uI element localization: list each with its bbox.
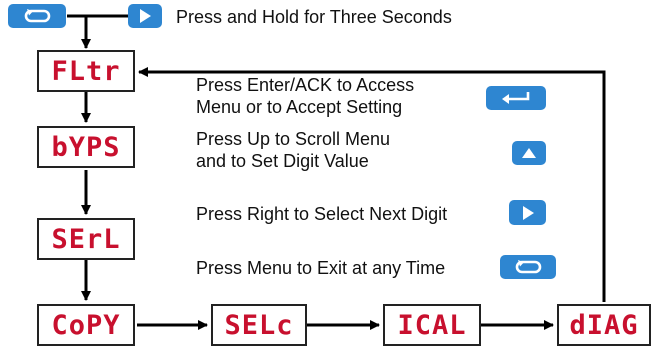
display-selc: SELc: [211, 304, 307, 346]
menu-button[interactable]: [8, 4, 66, 28]
enter-instruction-line2: Menu or to Accept Setting: [196, 97, 403, 117]
connector-diag-loop-back: [138, 67, 606, 302]
display-copy: CoPY: [37, 304, 135, 346]
right-instruction: Press Right to Select Next Digit: [196, 204, 448, 224]
enter-return-icon: [502, 92, 530, 104]
display-ical: ICAL: [383, 304, 481, 346]
up-button[interactable]: [512, 141, 546, 165]
display-serl: SErL: [37, 218, 135, 260]
menu-loop-icon: [515, 260, 542, 274]
right-arrow-icon: [522, 205, 534, 220]
enter-instruction-line1: Press Enter/ACK to Access: [196, 75, 415, 95]
display-byps: bYPS: [37, 126, 135, 168]
menu-instruction: Press Menu to Exit at any Time: [196, 258, 446, 278]
menu-loop-icon: [24, 9, 51, 23]
up-instruction-line2: and to Set Digit Value: [196, 151, 369, 171]
up-instruction-line1: Press Up to Scroll Menu: [196, 129, 391, 149]
right-button-legend[interactable]: [509, 200, 546, 225]
enter-button[interactable]: [486, 86, 546, 110]
hold-instruction: Press and Hold for Three Seconds: [176, 7, 452, 27]
right-button[interactable]: [128, 4, 162, 28]
up-arrow-icon: [522, 148, 536, 158]
right-arrow-icon: [140, 9, 151, 23]
menu-button-legend[interactable]: [500, 255, 556, 279]
display-diag: dIAG: [557, 304, 651, 346]
display-fltr: FLtr: [37, 50, 135, 92]
